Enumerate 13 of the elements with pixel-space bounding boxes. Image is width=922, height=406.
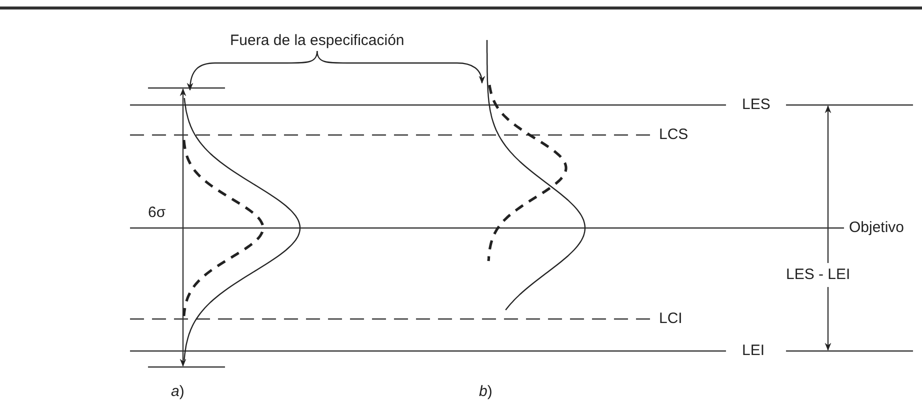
process-distribution-curve (184, 98, 301, 360)
bracket-arrow (187, 50, 318, 91)
limit-label: LEI (742, 342, 765, 360)
bracket-arrow (316, 50, 485, 84)
limit-label: LCI (659, 310, 682, 328)
panel-label: b) (479, 383, 492, 401)
dimension-label: 6σ (148, 204, 166, 222)
annotation-text: Fuera de la especificación (230, 32, 404, 50)
process-distribution-curve (487, 84, 568, 262)
limit-label: LES (742, 96, 770, 114)
target-label: Objetivo (849, 219, 904, 237)
limit-label: LCS (659, 126, 688, 144)
panel-label: a) (171, 383, 184, 401)
